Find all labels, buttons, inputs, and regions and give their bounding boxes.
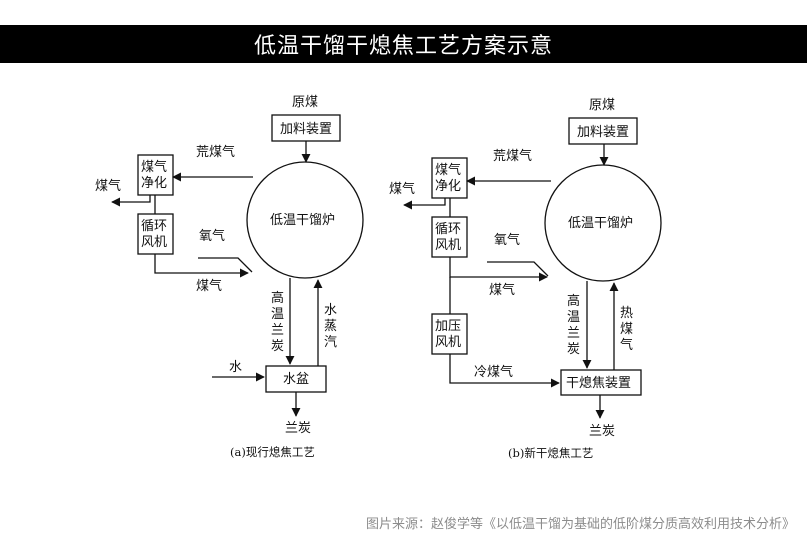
water-label-a: 水 [229, 360, 242, 375]
hot-char-label-b-2: 温 [567, 310, 580, 325]
hot-char-label-b-4: 炭 [567, 342, 580, 357]
oxygen-label-b: 氧气 [494, 232, 520, 248]
diagram-a [111, 114, 364, 417]
gas-return-label-a: 煤气 [196, 278, 222, 294]
hot-gas-label-b-2: 煤 [620, 322, 633, 337]
furnace-label-a: 低温干馏炉 [270, 213, 335, 228]
cold-gas-label-b: 冷煤气 [474, 364, 513, 380]
hot-char-label-a-2: 温 [271, 307, 284, 322]
feeder-label-b: 加料装置 [577, 125, 629, 140]
hot-char-label-a-3: 兰 [271, 323, 284, 338]
hot-char-label-b-1: 高 [567, 293, 580, 309]
raw-coal-label-a: 原煤 [292, 95, 318, 110]
hot-char-label-b-3: 兰 [567, 326, 580, 341]
steam-label-a-1: 水 [324, 303, 337, 318]
page-title: 低温干馏干熄焦工艺方案示意 [253, 34, 553, 59]
diagram-b-labels: 原煤 加料装置 低温干馏炉 荒煤气 煤气 净化 循环 风机 加压 风机 煤气 氧… [389, 98, 633, 460]
raw-gas-label-b: 荒煤气 [493, 148, 532, 164]
oxygen-label-a: 氧气 [199, 228, 225, 244]
purify-label-b-1: 煤气 [435, 162, 461, 178]
purify-label-a-2: 净化 [141, 176, 167, 191]
booster-label-b-2: 风机 [435, 335, 461, 350]
fan-label-b-1: 循环 [435, 222, 461, 237]
gas-out-label-b: 煤气 [389, 181, 415, 197]
source-credit: 图片来源：赵俊学等《以低温干馏为基础的低阶煤分质高效利用技术分析》 [365, 517, 795, 532]
gas-out-label-a: 煤气 [95, 178, 121, 194]
purify-label-a-1: 煤气 [141, 159, 167, 175]
caption-b: (b)新干熄焦工艺 [508, 446, 593, 460]
basin-label-a: 水盆 [283, 372, 309, 387]
hot-gas-label-b-1: 热 [620, 306, 633, 321]
gas-return-label-b: 煤气 [489, 282, 515, 298]
raw-gas-label-a: 荒煤气 [196, 144, 235, 160]
fan-label-a-1: 循环 [141, 219, 167, 234]
raw-coal-label-b: 原煤 [589, 98, 615, 113]
steam-label-a-3: 汽 [324, 335, 337, 350]
purify-label-b-2: 净化 [435, 179, 461, 194]
hot-char-label-a-1: 高 [271, 290, 284, 306]
caption-a: (a)现行熄焦工艺 [230, 445, 315, 459]
title-bar: 低温干馏干熄焦工艺方案示意 [0, 25, 807, 63]
furnace-label-b: 低温干馏炉 [568, 216, 633, 231]
feeder-box-b [568, 117, 638, 145]
steam-label-a-2: 蒸 [324, 319, 337, 334]
feeder-label-a: 加料装置 [280, 122, 332, 137]
fan-label-b-2: 风机 [435, 238, 461, 253]
hot-char-label-a-4: 炭 [271, 339, 284, 354]
diagram-b [403, 117, 662, 419]
quench-box-b [560, 369, 642, 396]
char-out-label-a: 兰炭 [285, 421, 311, 436]
hot-gas-label-b-3: 气 [620, 337, 633, 353]
diagram-a-labels: 原煤 加料装置 低温干馏炉 荒煤气 煤气 净化 循环 风机 煤气 氧气 煤气 高… [95, 95, 337, 459]
quench-label-b: 干熄焦装置 [566, 376, 631, 391]
booster-label-b-1: 加压 [435, 319, 461, 334]
fan-label-a-2: 风机 [141, 235, 167, 250]
char-out-label-b: 兰炭 [589, 424, 615, 439]
